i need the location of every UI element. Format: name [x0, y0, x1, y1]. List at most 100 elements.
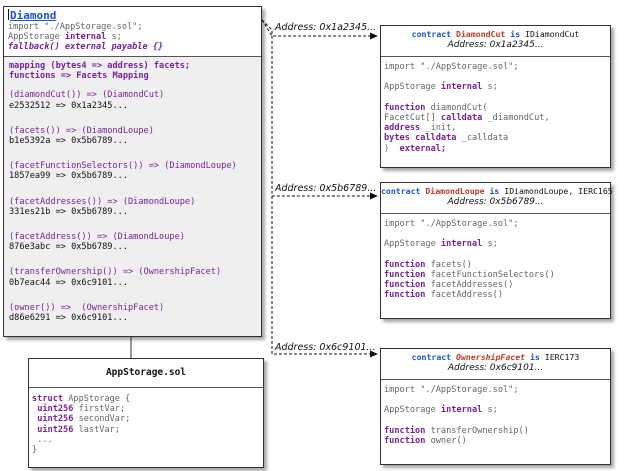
function-close: ) external; [384, 144, 607, 154]
mapping-entry: (facets()) => (DiamondLoupe) b1e5392a =>… [9, 126, 256, 146]
param-line: bytes calldata _calldata [384, 133, 607, 143]
function-line: function facets() [384, 260, 607, 270]
contract-name: OwnershipFacet [456, 352, 526, 362]
struct-keyword: struct [32, 394, 64, 404]
function-line: function facetAddress() [384, 290, 607, 300]
functions-mapping-label: functions => Facets Mapping [9, 71, 149, 82]
diamond-fallback-line: fallback() external payable {} [8, 42, 164, 53]
import-line: import "./AppStorage.sol"; [384, 385, 519, 395]
mapping-value: e2532512 => 0x1a2345... [9, 100, 128, 111]
diamondcut-declaration: contract DiamondCut is IDiamondCut [381, 26, 610, 40]
function-line: function owner() [384, 436, 607, 446]
function-keyword: function [384, 436, 426, 447]
contract-keyword: contract [381, 186, 421, 196]
visibility-keyword: external; [399, 143, 447, 154]
ownershipfacet-body: import "./AppStorage.sol"; AppStorage in… [381, 379, 610, 465]
ownershipfacet-box[interactable]: contract OwnershipFacet is IERC173 Addre… [380, 348, 611, 465]
diamondcut-body: import "./AppStorage.sol"; AppStorage in… [381, 56, 610, 168]
param-name: _init, [420, 123, 457, 134]
diamond-storage-line: AppStorage internal s; [8, 32, 257, 42]
mapping-selector: (transferOwnership()) => (OwnershipFacet… [9, 267, 222, 278]
selection-cursor [8, 9, 9, 20]
cut-address-label: Address: 0x1a2345... [275, 22, 377, 33]
storage-type: AppStorage [384, 405, 441, 416]
contract-name: DiamondCut [456, 29, 506, 39]
mapping-value: d86e6291 => 0x6c9101... [9, 313, 128, 324]
mapping-declaration: mapping (bytes4 => address) facets; [9, 61, 191, 71]
param-line: FacetCut[] calldata _diamondCut, [384, 113, 607, 123]
storage-var: s; [482, 82, 498, 93]
function-signature: function diamondCut( [384, 103, 607, 113]
diamond-contract-box[interactable]: Diamond import "./AppStorage.sol"; AppSt… [3, 6, 262, 337]
mapping-value: 331es21b => 0x5b6789... [9, 206, 128, 217]
param-type: bytes [384, 133, 410, 144]
storage-type: AppStorage [384, 239, 441, 250]
storage-line: AppStorage internal s; [384, 82, 607, 92]
is-keyword: is [510, 29, 521, 39]
diamondloupe-facet-box[interactable]: contract DiamondLoupe is IDiamondLoupe, … [380, 182, 613, 319]
storage-type: AppStorage [384, 82, 441, 93]
param-name: _calldata [456, 133, 509, 144]
mapping-entry: (transferOwnership()) => (OwnershipFacet… [9, 267, 256, 287]
owner-arrowhead [370, 350, 378, 358]
appstorage-box[interactable]: AppStorage.sol struct AppStorage { uint2… [28, 358, 264, 468]
mapping-value: 876e3abc => 0x5b6789... [9, 242, 128, 253]
mapping-selector: (facetFunctionSelectors()) => (DiamondLo… [9, 161, 237, 172]
mapping-selector: (facets()) => (DiamondLoupe) [9, 125, 154, 136]
storage-var: s; [482, 405, 498, 416]
function-line: function transferOwnership() [384, 426, 607, 436]
ownershipfacet-declaration: contract OwnershipFacet is IERC173 [381, 349, 610, 363]
function-name: facetFunctionSelectors() [425, 270, 555, 281]
field-type: uint256 [37, 424, 74, 435]
struct-declaration: struct AppStorage { [32, 394, 260, 404]
storage-line: AppStorage internal s; [384, 405, 607, 415]
function-name: owner() [425, 436, 467, 447]
struct-field: uint256 firstVar; [32, 404, 260, 414]
mapping-selector: (diamondCut()) => (DiamondCut) [9, 90, 165, 101]
diamond-header: Diamond import "./AppStorage.sol"; AppSt… [4, 7, 261, 56]
interface-name: IERC173 [544, 352, 580, 362]
contract-keyword: contract [411, 29, 452, 39]
param-line: address _init, [384, 123, 607, 133]
param-keyword: calldata [440, 113, 483, 124]
function-name: facetAddresses() [425, 280, 514, 291]
mapping-selector: (facetAddress()) => (DiamondLoupe) [9, 232, 185, 243]
mapping-entry: (diamondCut()) => (DiamondCut) e2532512 … [9, 90, 256, 110]
loupe-connector [261, 19, 370, 197]
mapping-selector: (owner()) => (OwnershipFacet) [9, 302, 165, 313]
contract-keyword: contract [411, 352, 452, 362]
mapping-value: 0b7eac44 => 0x6c9101... [9, 277, 128, 288]
diamondloupe-body: import "./AppStorage.sol"; AppStorage in… [381, 213, 610, 319]
storage-keyword: internal [64, 32, 107, 43]
is-keyword: is [530, 352, 540, 362]
mapping-entry: (facetFunctionSelectors()) => (DiamondLo… [9, 161, 256, 181]
appstorage-title: AppStorage.sol [105, 367, 187, 378]
ellipsis-text: ... [37, 434, 53, 445]
struct-close: } [32, 445, 38, 456]
function-keyword: function [384, 290, 426, 301]
mapping-entry: (facetAddresses()) => (DiamondLoupe) 331… [9, 197, 256, 217]
struct-ellipsis: ... [32, 435, 260, 445]
function-line: function facetAddresses() [384, 280, 607, 290]
import-line: import "./AppStorage.sol"; [384, 62, 519, 72]
param-name: _diamondCut, [482, 113, 550, 124]
storage-keyword: internal [440, 239, 483, 250]
diamond-title: Diamond [8, 9, 257, 22]
param-type: FacetCut[] [384, 113, 441, 124]
close-paren: ) [384, 143, 400, 154]
field-name: lastVar; [73, 424, 120, 435]
import-line: import "./AppStorage.sol"; [384, 219, 519, 229]
selector-mapping-list: (diamondCut()) => (DiamondCut) e2532512 … [9, 90, 256, 323]
diamondcut-facet-box[interactable]: contract DiamondCut is IDiamondCut Addre… [380, 25, 611, 168]
cut-connector [261, 19, 370, 37]
storage-var: s; [106, 32, 122, 43]
diamondcut-header: contract DiamondCut is IDiamondCut Addre… [381, 26, 610, 56]
storage-line: AppStorage internal s; [384, 239, 607, 249]
function-name: transferOwnership() [425, 425, 529, 436]
function-line: function facetFunctionSelectors() [384, 270, 607, 280]
field-type: uint256 [37, 404, 74, 415]
function-keyword: function [384, 270, 426, 281]
is-keyword: is [489, 186, 500, 196]
param-keyword: calldata [415, 133, 457, 144]
